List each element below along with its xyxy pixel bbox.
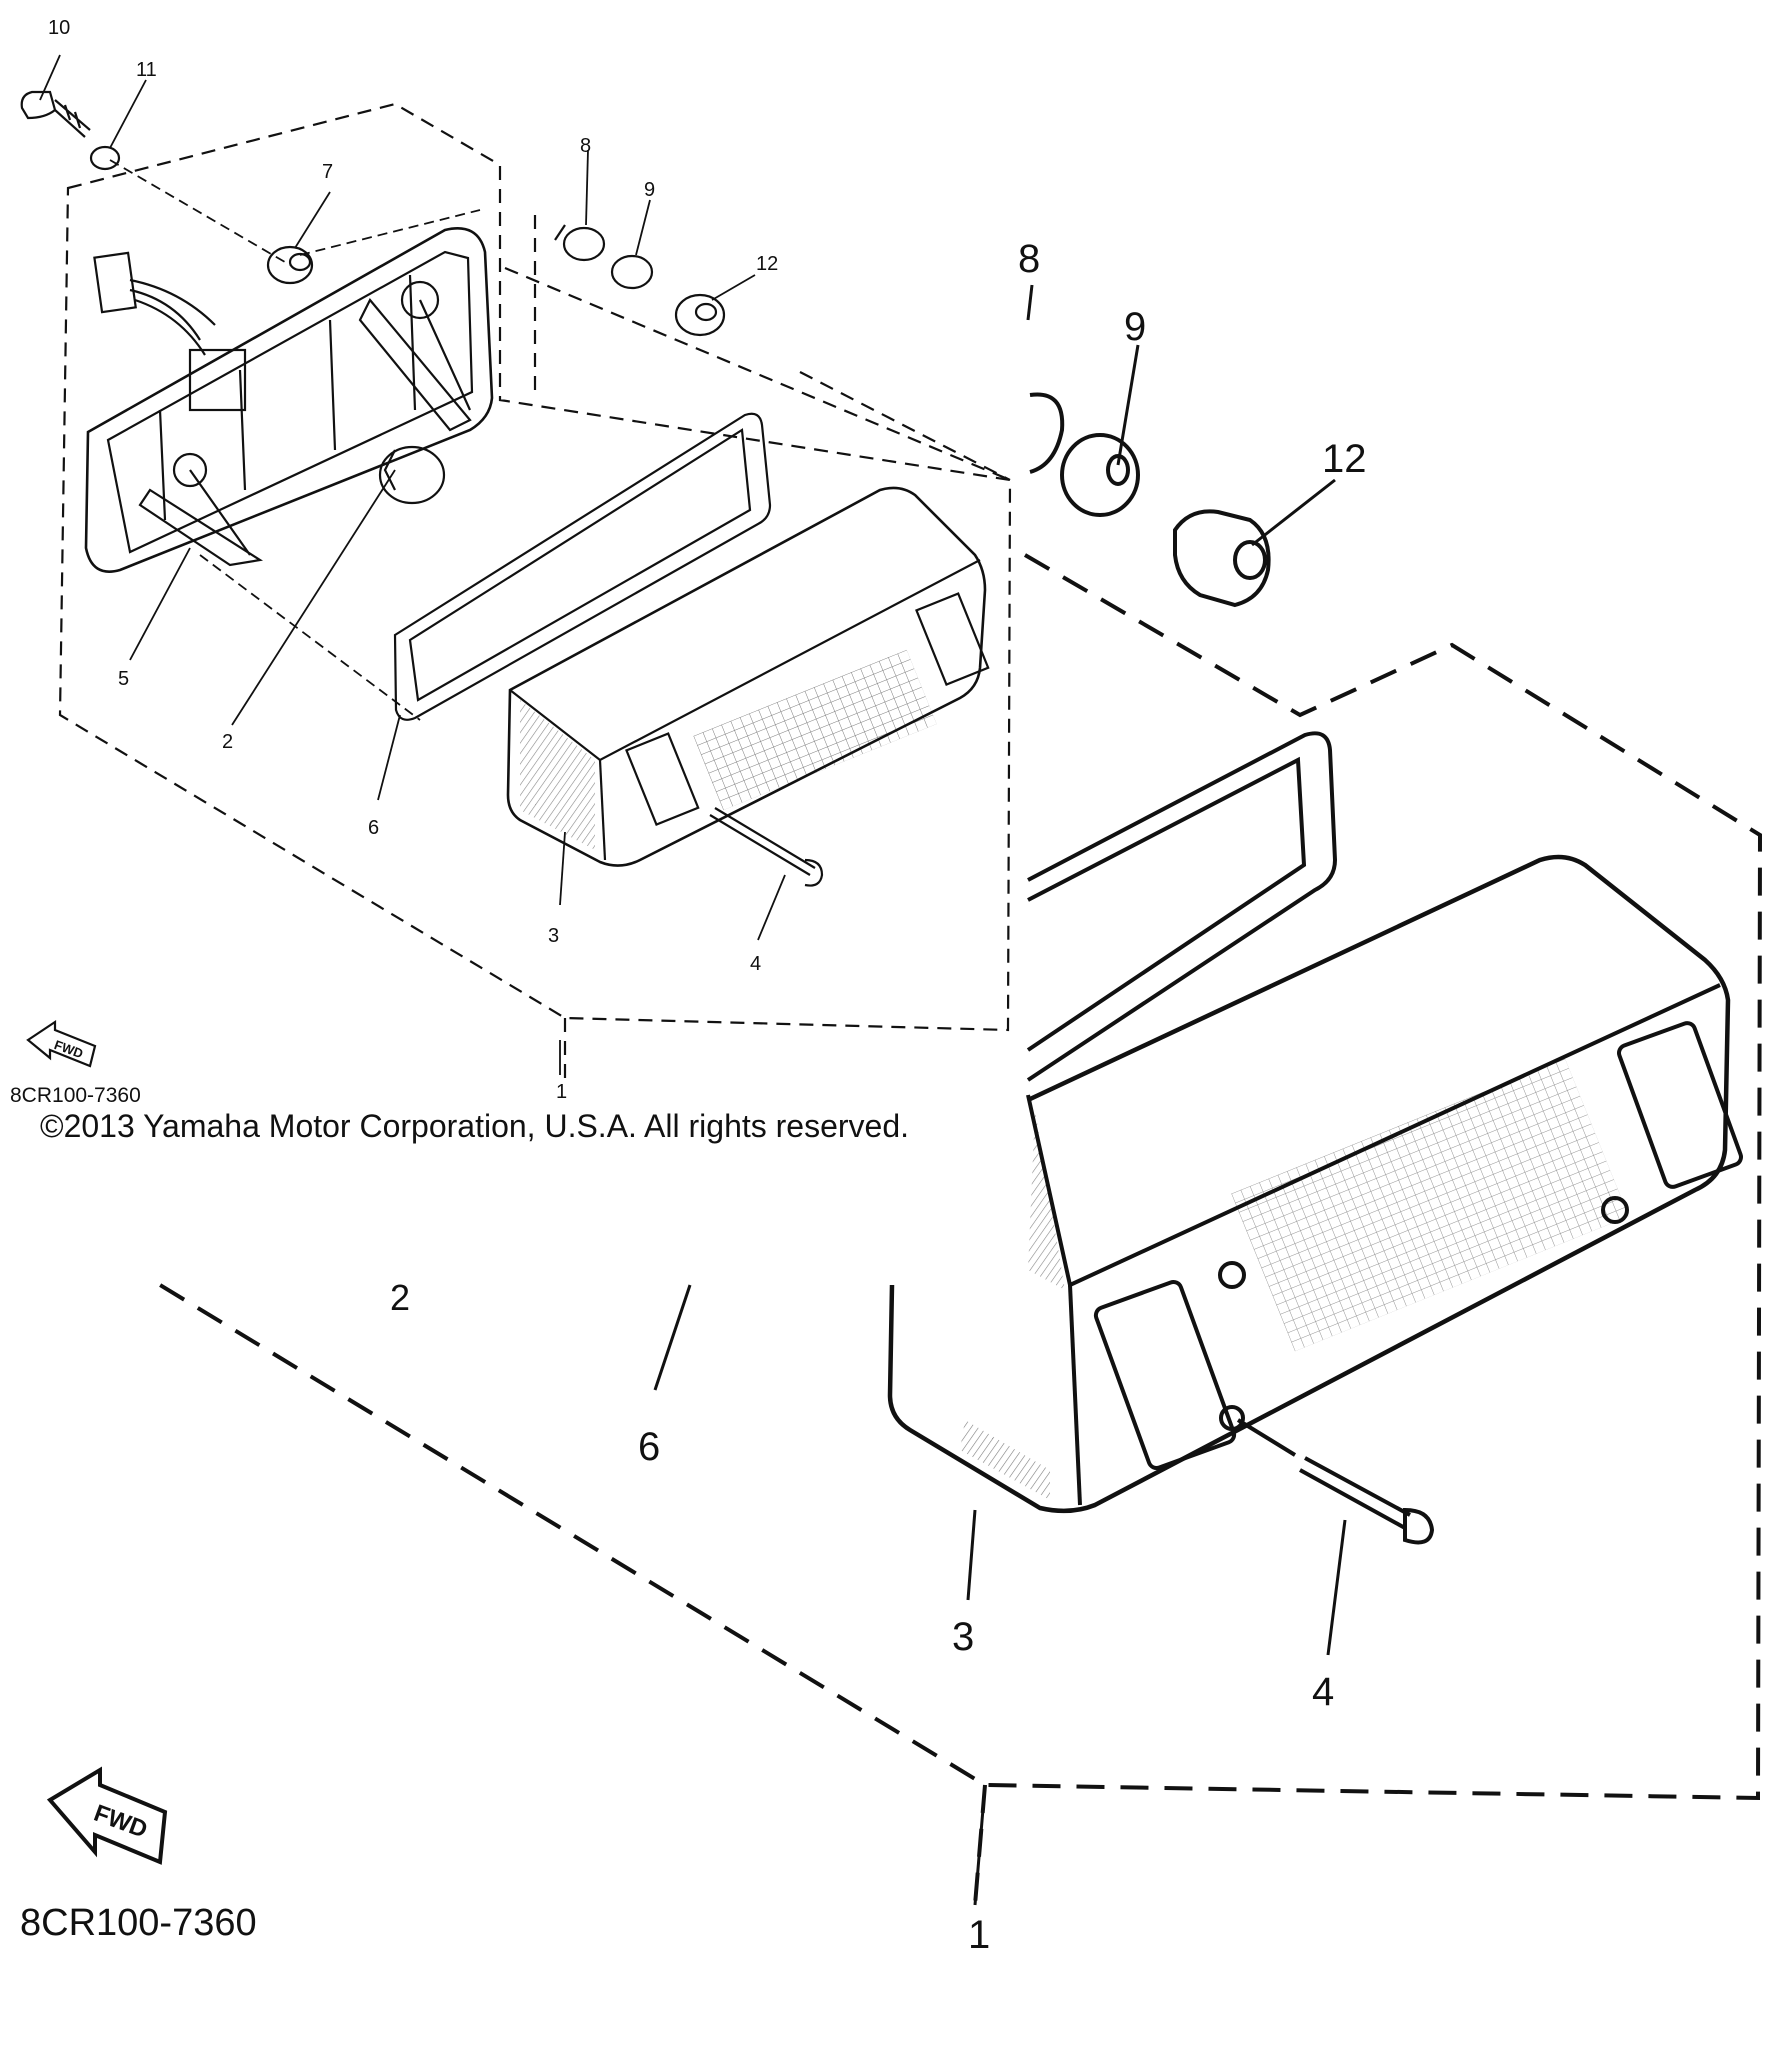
gasket-large (1026, 731, 1338, 1082)
fwd-arrow-small (26, 1019, 97, 1068)
label-large-part-1: 1 (968, 1913, 990, 1957)
label-part-8: 8 (580, 135, 591, 157)
label-large-part-3: 3 (952, 1615, 974, 1659)
large-view-labels: 8 9 12 2 6 3 4 1 FWD 8CR100-7360 (20, 237, 1367, 1957)
small-leader-lines (39, 54, 786, 1075)
large-assembly-outline (158, 553, 1763, 1801)
large-view (46, 284, 1763, 1906)
screw-large (1236, 1418, 1435, 1545)
lens (506, 486, 990, 867)
small-view (20, 54, 1012, 1080)
label-part-2: 2 (222, 731, 233, 753)
label-part-12: 12 (756, 253, 778, 275)
part-code-large: 8CR100-7360 (20, 1902, 257, 1944)
washer-11 (89, 145, 121, 171)
washer-9 (610, 254, 654, 290)
lamp-housing (84, 227, 494, 573)
label-large-part-12: 12 (1322, 437, 1367, 481)
nut-12 (674, 293, 726, 337)
label-part-6: 6 (368, 817, 379, 839)
small-view-labels: 10 11 7 8 9 12 5 2 6 3 4 1 FWD 8CR100-73… (10, 17, 778, 1107)
small-assembly-outline (58, 102, 1012, 1032)
part-code-small: 8CR100-7360 (10, 1084, 141, 1107)
label-part-9: 9 (644, 179, 655, 201)
large-leader-lines (653, 284, 1347, 1906)
label-part-3: 3 (548, 925, 559, 947)
label-part-5: 5 (118, 668, 129, 690)
label-part-7: 7 (322, 161, 333, 183)
label-large-part-8: 8 (1018, 237, 1040, 281)
bolt-10 (20, 90, 91, 138)
gasket (393, 412, 772, 721)
grommet-7 (266, 245, 314, 285)
label-large-part-2: 2 (390, 1277, 410, 1318)
label-large-part-6: 6 (638, 1425, 660, 1469)
washer-8-large (1029, 392, 1065, 474)
lens-screw (709, 807, 824, 887)
washer-9-large (1060, 433, 1140, 517)
label-large-part-9: 9 (1124, 305, 1146, 349)
label-large-part-4: 4 (1312, 1670, 1334, 1714)
fwd-arrow-large (46, 1766, 168, 1865)
collar-8 (554, 224, 606, 262)
lens-large (887, 854, 1743, 1514)
label-part-10: 10 (48, 17, 70, 39)
wire-connector (93, 251, 216, 356)
label-part-11: 11 (136, 59, 157, 81)
copyright-notice: ©2013 Yamaha Motor Corporation, U.S.A. A… (40, 1108, 910, 1144)
nut-12-large (1173, 509, 1271, 608)
label-part-4: 4 (750, 953, 761, 975)
bulb (378, 445, 446, 505)
label-part-1: 1 (556, 1081, 567, 1103)
